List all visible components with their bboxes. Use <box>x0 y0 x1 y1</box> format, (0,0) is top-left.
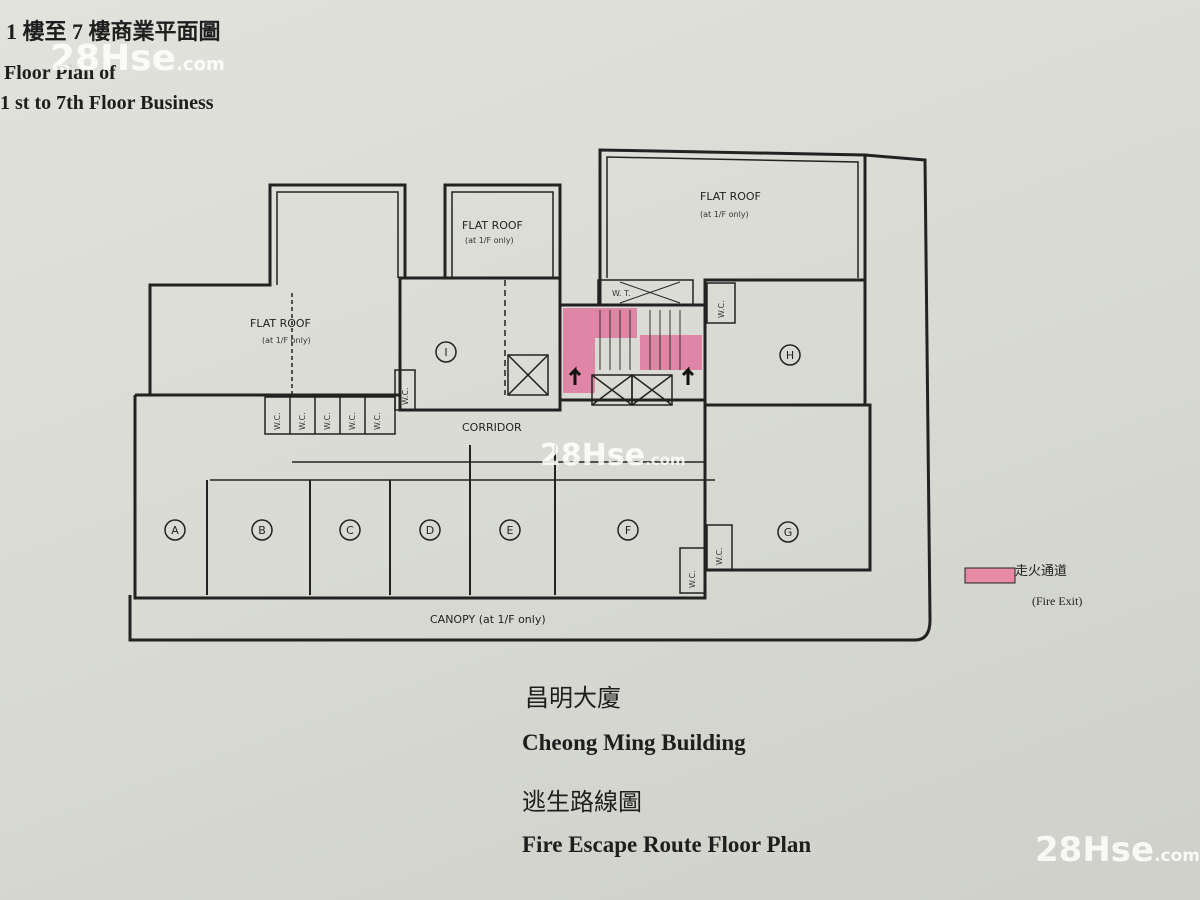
flat-roof-label: FLAT ROOF <box>462 219 523 232</box>
subtitle-en: Fire Escape Route Floor Plan <box>522 832 812 857</box>
unit-labels: A B C D E F G H I <box>171 346 794 539</box>
legend-swatch <box>964 567 1016 584</box>
svg-text:W.C.: W.C. <box>715 547 724 565</box>
arrow-up-icon <box>681 366 695 385</box>
unit-a: A <box>171 524 179 537</box>
unit-b: B <box>258 524 266 537</box>
fire-exit-route <box>563 308 702 393</box>
legend-label-en: (Fire Exit) <box>1032 594 1083 608</box>
corridor-label: CORRIDOR <box>462 421 522 434</box>
building-name-zh: 昌明大廈 <box>525 686 621 712</box>
unit-f: F <box>625 524 631 537</box>
walls <box>128 148 932 642</box>
unit-c: C <box>346 524 354 537</box>
unit-g: G <box>784 526 793 539</box>
unit-i-walls <box>398 276 562 412</box>
wc-labels: W.C. W.C. W.C. W.C. W.C. W.C. W.C. W.C. … <box>273 300 726 588</box>
unit-e: E <box>507 524 514 537</box>
legend-label-zh: 走火通道 <box>1015 563 1068 578</box>
flat-roof-note: (at 1/F only) <box>465 236 514 245</box>
unit-h: H <box>786 349 794 362</box>
canopy-outline <box>128 153 932 642</box>
flat-roof-label: FLAT ROOF <box>250 317 311 330</box>
watermark-logo: 28Hse.com <box>50 38 225 79</box>
watermark-logo: 28Hse.com <box>1035 830 1200 870</box>
subtitle-zh: 逃生路線圖 <box>522 790 642 816</box>
svg-text:W.C.: W.C. <box>717 300 726 318</box>
title-en-line2: 1 st to 7th Floor Business <box>0 92 214 114</box>
flat-roof-note: (at 1/F only) <box>262 336 311 345</box>
watermark-logo: 28Hse.com <box>540 438 686 473</box>
lifts <box>507 354 673 406</box>
unit-d: D <box>426 524 434 537</box>
building-name-en: Cheong Ming Building <box>522 730 746 755</box>
flat-roof-label: FLAT ROOF <box>700 190 761 203</box>
title-en-line1: Floor Plan of <box>4 62 116 84</box>
title-zh: 1 樓至 7 樓商業平面圖 <box>6 19 221 44</box>
left-flat-roof-wall <box>148 183 407 395</box>
svg-text:W.C.: W.C. <box>401 387 410 405</box>
flat-roof-note: (at 1/F only) <box>700 210 749 219</box>
svg-text:W.C.: W.C. <box>323 412 332 430</box>
arrow-up-icon <box>568 366 582 385</box>
middle-flat-roof-wall <box>443 183 562 278</box>
unit-i: I <box>444 346 447 359</box>
svg-text:W.C.: W.C. <box>688 570 697 588</box>
svg-text:W.C.: W.C. <box>298 412 307 430</box>
unit-markers <box>164 341 801 543</box>
svg-text:W.C.: W.C. <box>348 412 357 430</box>
canopy-label: CANOPY (at 1/F only) <box>430 613 546 626</box>
svg-text:W.C.: W.C. <box>373 412 382 430</box>
right-flat-roof-wall <box>598 148 867 305</box>
lift-lobby-label: W. T. <box>612 289 631 298</box>
svg-text:W.C.: W.C. <box>273 412 282 430</box>
